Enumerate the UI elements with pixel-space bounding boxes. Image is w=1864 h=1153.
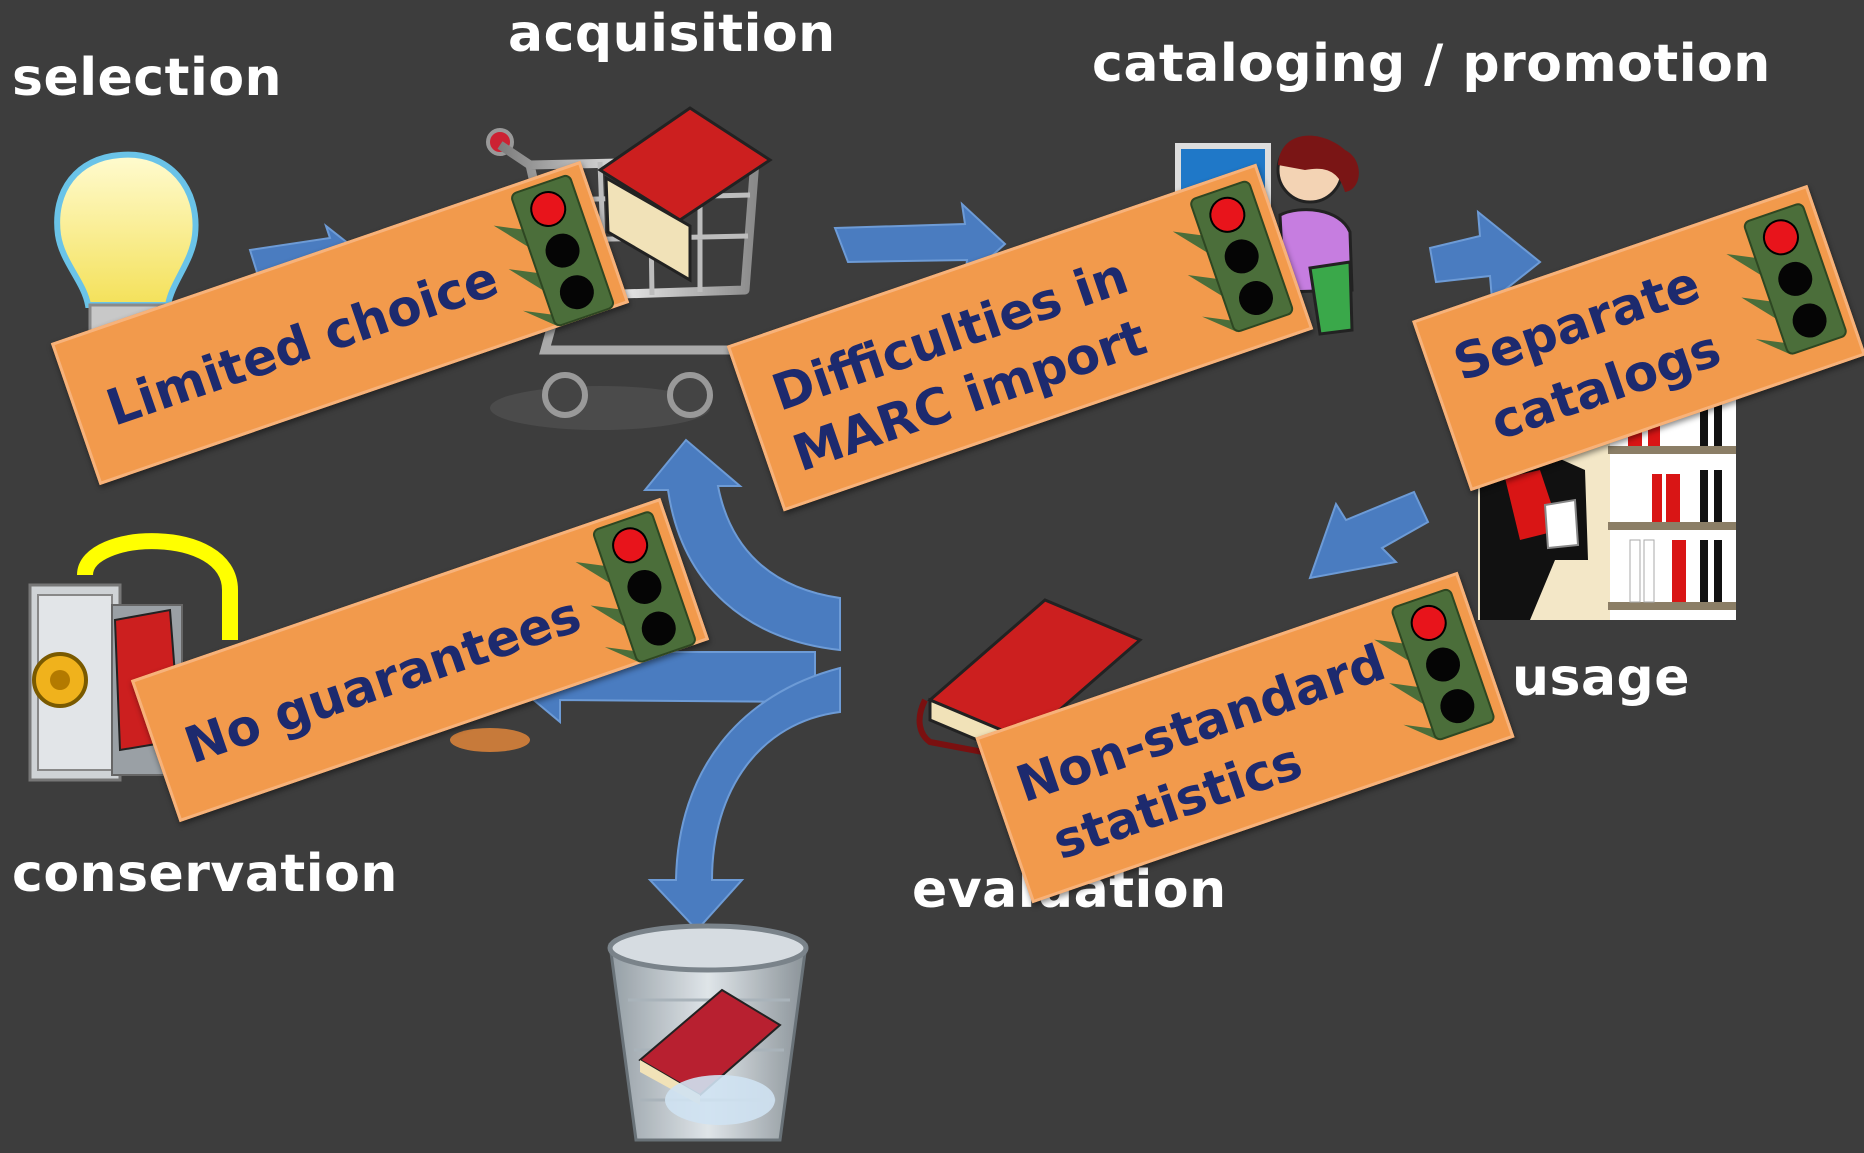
amber-light-off-icon xyxy=(1778,261,1813,296)
stage-acquisition-label: acquisition xyxy=(508,4,836,64)
red-light-icon xyxy=(530,190,567,227)
red-light-icon xyxy=(612,527,649,564)
amber-light-off-icon xyxy=(627,569,662,604)
arrow-center-to-acquisition xyxy=(642,438,841,652)
arrow-usage-to-evaluation xyxy=(1308,490,1430,580)
red-light-icon xyxy=(1410,604,1447,641)
arrow-center-to-discard xyxy=(647,666,841,932)
stage-cataloging-label: cataloging / promotion xyxy=(1092,34,1771,94)
arrow-cataloging-to-usage xyxy=(1428,209,1542,302)
green-light-off-icon xyxy=(1792,303,1827,338)
problem-sign-non-standard-statistics: Non-standard statistics xyxy=(975,571,1515,904)
red-light-icon xyxy=(1762,219,1799,256)
problem-sign-marc-import: Difficulties in MARC import xyxy=(726,163,1314,512)
green-light-off-icon xyxy=(559,275,594,310)
amber-light-off-icon xyxy=(1426,647,1461,682)
problem-sign-separate-catalogs: Separate catalogs xyxy=(1412,184,1864,492)
stage-usage-label: usage xyxy=(1512,648,1691,708)
stage-conservation-label: conservation xyxy=(12,844,398,904)
green-light-off-icon xyxy=(641,611,676,646)
problem-sign-limited-choice: Limited choice xyxy=(50,160,630,486)
amber-light-off-icon xyxy=(545,233,580,268)
green-light-off-icon xyxy=(1440,689,1475,724)
problem-sign-no-guarantees: No guarantees xyxy=(130,497,710,823)
trash-bin-icon xyxy=(607,923,809,1142)
red-light-icon xyxy=(1209,196,1246,233)
stage-selection-label: selection xyxy=(12,48,283,108)
green-light-off-icon xyxy=(1239,281,1274,316)
amber-light-off-icon xyxy=(1224,239,1259,274)
flow-arrows xyxy=(248,201,1542,932)
